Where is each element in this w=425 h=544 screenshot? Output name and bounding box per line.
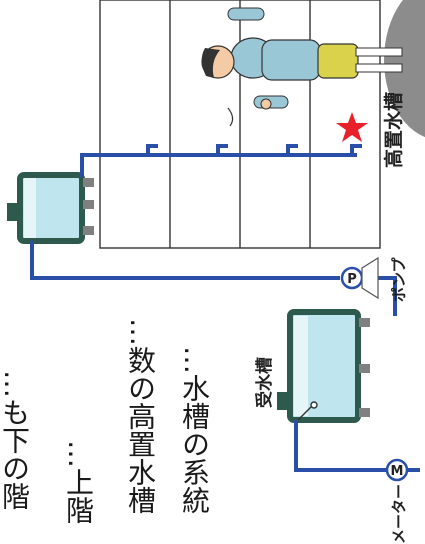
pump: P — [340, 256, 379, 300]
red-star-marker — [336, 112, 368, 142]
float-valve — [297, 401, 318, 421]
pump-label: ポンプ — [390, 256, 408, 302]
elevated-water-tank — [7, 172, 94, 244]
receiving-tank — [277, 309, 370, 423]
riser-pipe — [80, 144, 362, 177]
elevated-tank-label: 高置水槽 — [382, 92, 405, 168]
text-line-1: …も下の階 — [0, 370, 31, 510]
text-line-2: …上階 — [62, 440, 95, 524]
person-illustration — [201, 7, 403, 127]
meter-label: メーター — [390, 484, 408, 544]
meter-symbol: M — [391, 464, 404, 479]
pump-symbol: P — [347, 272, 357, 287]
ground-shadow — [384, 0, 425, 138]
lift-pipe — [30, 241, 397, 316]
text-line-3: …数の高置水槽 — [124, 318, 157, 514]
inlet-pipe — [294, 420, 420, 472]
water-meter: M — [385, 458, 409, 482]
receiving-tank-label: 受水槽 — [254, 357, 275, 408]
text-line-4: …水槽の系統 — [178, 346, 211, 514]
